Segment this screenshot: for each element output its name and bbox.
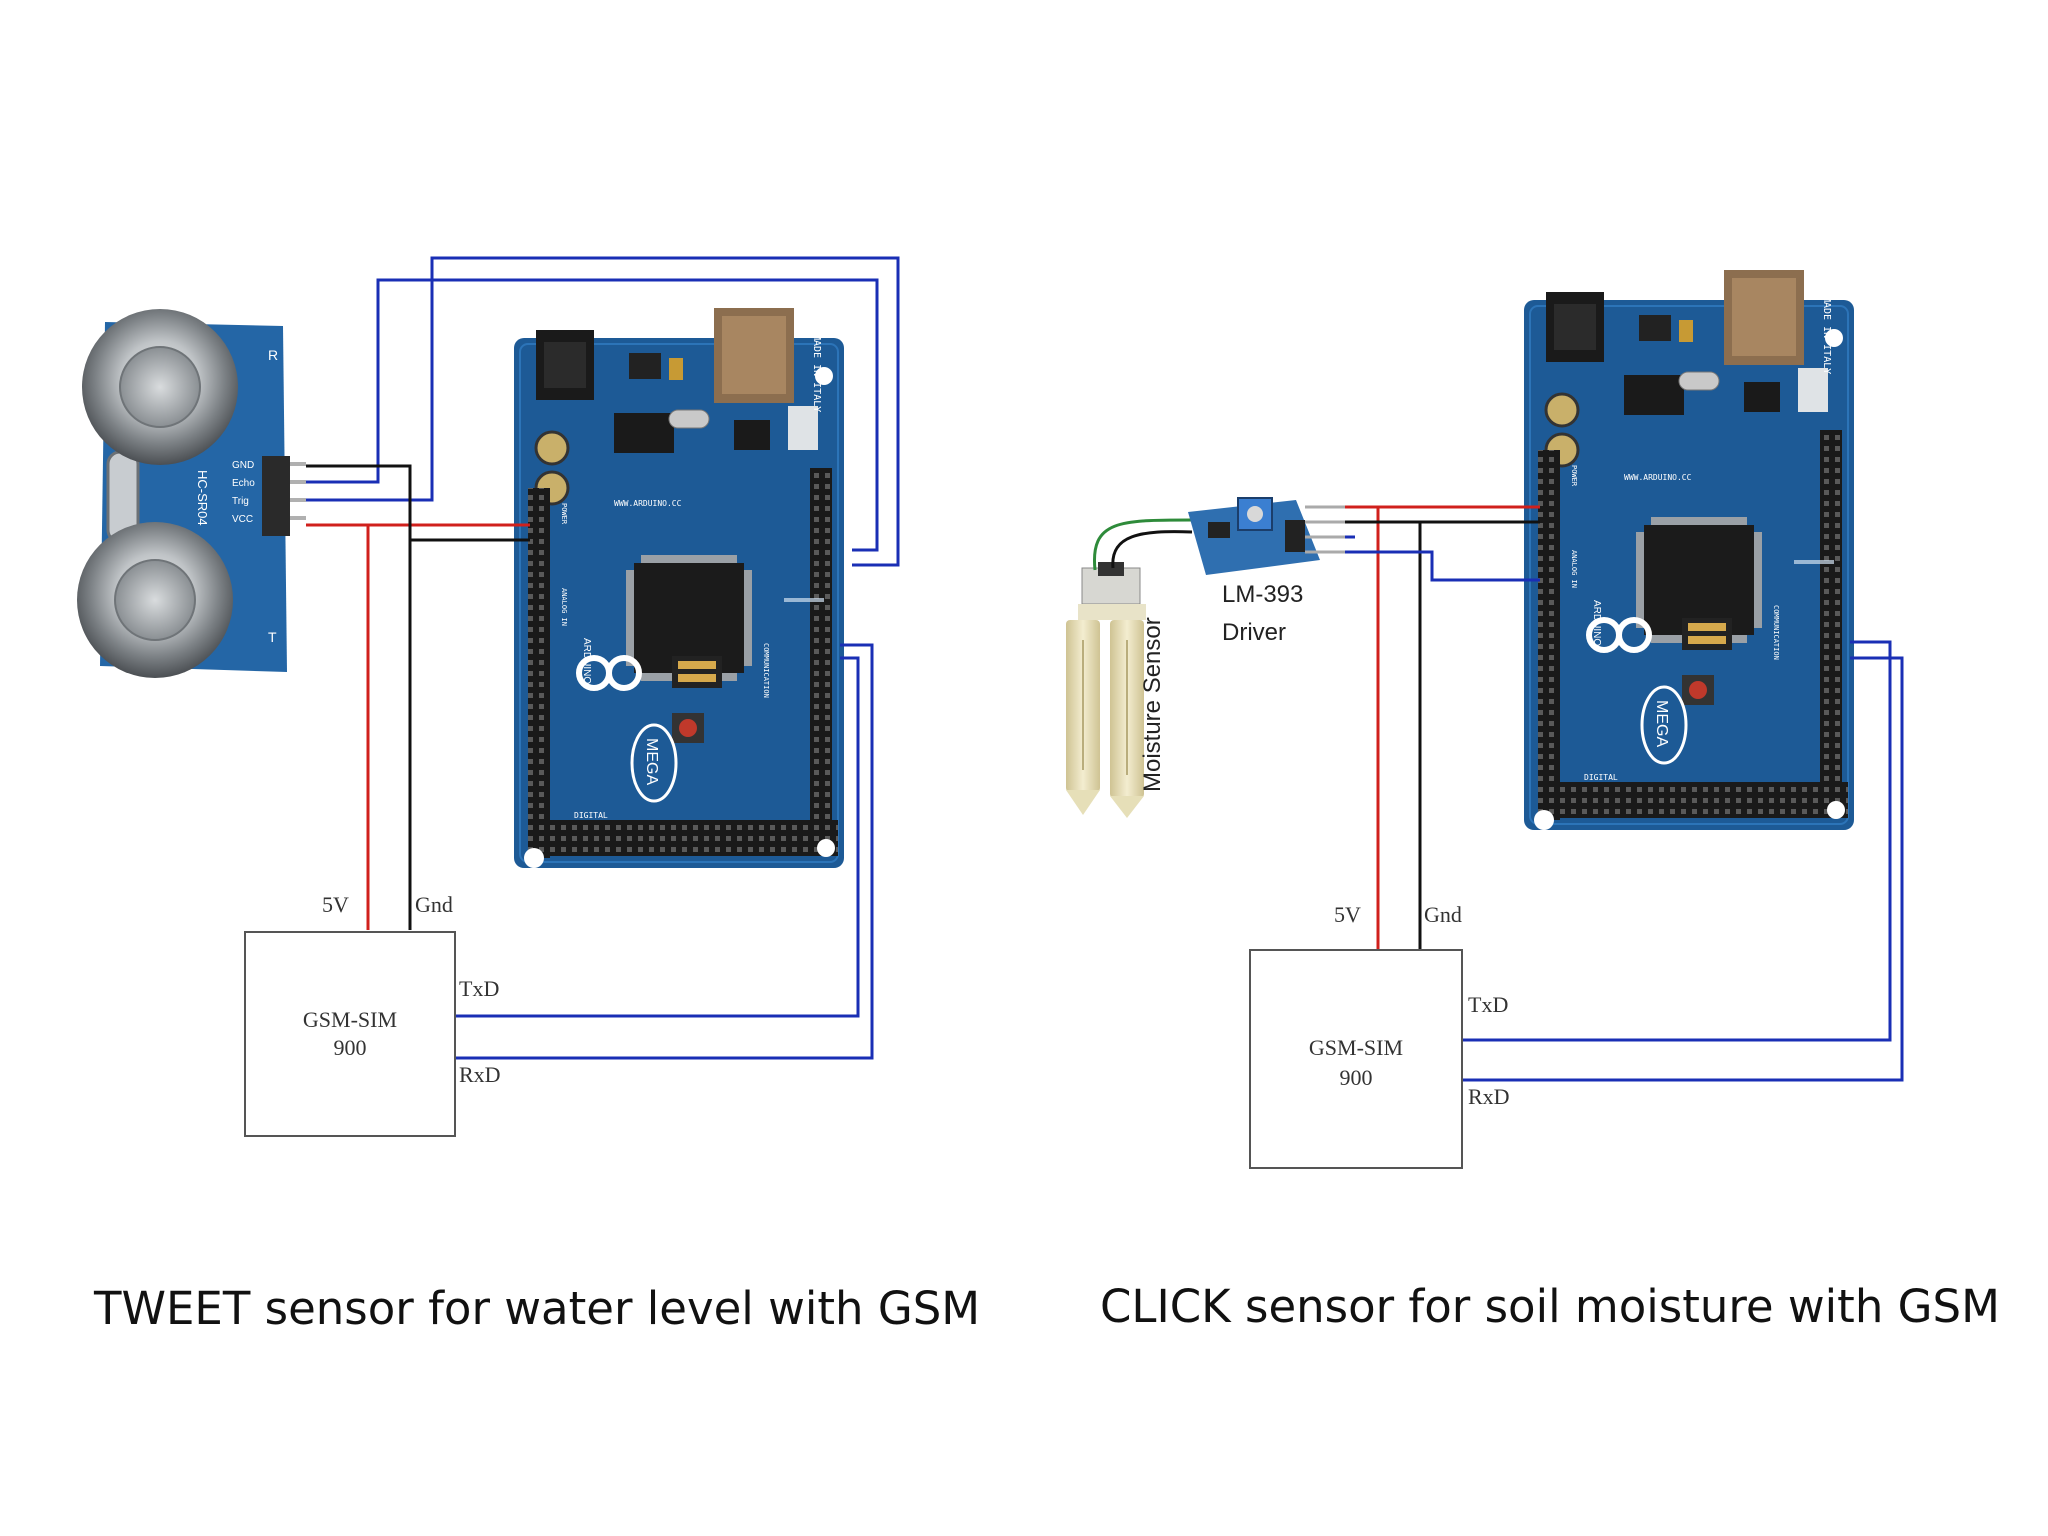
gsm-box bbox=[244, 931, 456, 1137]
wire-red bbox=[1345, 505, 1380, 950]
comm-label: COMMUNICATION bbox=[1772, 605, 1780, 660]
arduino-mega-board: MADE IN ITALY WWW.ARDUINO.CC ARDUINO MEG… bbox=[1524, 270, 1854, 830]
ultrasonic-model-label: HC-SR04 bbox=[195, 470, 210, 526]
wire-rxd-label: RxD bbox=[1468, 1084, 1510, 1109]
wire-black bbox=[1345, 520, 1422, 950]
moisture-sensor: Moisture Sensor bbox=[1066, 562, 1166, 818]
analog-label: ANALOG IN bbox=[560, 588, 568, 626]
analog-label: ANALOG IN bbox=[1570, 550, 1578, 588]
wire-5v-label: 5V bbox=[322, 892, 349, 917]
arduino-mega-board: MADE IN ITALY WWW.ARDUINO.CC ARDUINO MEG… bbox=[514, 308, 844, 868]
site-label: WWW.ARDUINO.CC bbox=[614, 499, 682, 508]
brand-label: ARDUINO bbox=[1591, 600, 1602, 646]
gsm-label: 900 bbox=[1340, 1065, 1373, 1090]
gsm-module: GSM-SIM 900 bbox=[244, 931, 456, 1137]
wire-blue bbox=[1462, 640, 1892, 1042]
wire-red bbox=[306, 523, 370, 930]
wire-txd-label: TxD bbox=[1468, 992, 1508, 1017]
wire-txd-label: TxD bbox=[459, 976, 499, 1001]
wire-blue bbox=[456, 643, 874, 1060]
left-diagram: R T HC-SR04 GND Echo Trig VCC MADE IN IT… bbox=[77, 256, 900, 1137]
power-label: POWER bbox=[560, 503, 568, 525]
pin-header bbox=[262, 456, 290, 536]
gsm-module: GSM-SIM 900 bbox=[1249, 949, 1463, 1169]
comm-label: COMMUNICATION bbox=[762, 643, 770, 698]
gsm-box bbox=[1249, 949, 1463, 1169]
made-in-label: MADE IN ITALY bbox=[811, 334, 822, 412]
gsm-label: GSM-SIM bbox=[1309, 1035, 1403, 1060]
wire-green bbox=[1092, 518, 1193, 571]
pin-label: GND bbox=[232, 460, 254, 471]
wire-rxd-label: RxD bbox=[459, 1062, 501, 1087]
driver-label: Driver bbox=[1222, 619, 1286, 646]
wire-blue bbox=[1462, 656, 1904, 1082]
right-diagram: MADE IN ITALY WWW.ARDUINO.CC ARDUINO MEG… bbox=[1066, 270, 1904, 1169]
wire-5v-label: 5V bbox=[1334, 902, 1361, 927]
brand-label: ARDUINO bbox=[581, 638, 592, 684]
digital-label: DIGITAL bbox=[574, 811, 608, 820]
wire-black bbox=[1111, 530, 1193, 569]
ultrasonic-t-label: T bbox=[268, 629, 277, 645]
left-caption: TWEET sensor for water level with GSM bbox=[94, 1282, 981, 1335]
driver-board bbox=[1188, 500, 1320, 575]
wire-blue bbox=[306, 278, 879, 552]
wire-blue bbox=[1345, 550, 1540, 582]
ultrasonic-sensor: R T HC-SR04 GND Echo Trig VCC bbox=[77, 309, 306, 678]
wires-probe bbox=[1092, 518, 1193, 571]
moisture-sensor-label: Moisture Sensor bbox=[1139, 617, 1166, 792]
wires-left bbox=[306, 256, 900, 1060]
model-label: MEGA bbox=[643, 738, 660, 785]
lm393-driver: LM-393 Driver bbox=[1188, 497, 1345, 646]
pin-label: Echo bbox=[232, 478, 255, 489]
ultrasonic-r-label: R bbox=[268, 347, 278, 363]
gsm-label: 900 bbox=[334, 1035, 367, 1060]
gsm-label: GSM-SIM bbox=[303, 1007, 397, 1032]
wire-black bbox=[306, 464, 412, 930]
right-caption: CLICK sensor for soil moisture with GSM bbox=[1100, 1280, 2000, 1333]
made-in-label: MADE IN ITALY bbox=[1821, 296, 1832, 374]
model-label: MEGA bbox=[1653, 700, 1670, 747]
wire-blue bbox=[456, 656, 860, 1018]
pin-label: VCC bbox=[232, 514, 253, 525]
driver-label: LM-393 bbox=[1222, 581, 1303, 608]
wire-gnd-label: Gnd bbox=[415, 892, 453, 917]
wires-right bbox=[1345, 505, 1904, 1082]
pin-label: Trig bbox=[232, 496, 249, 507]
power-label: POWER bbox=[1570, 465, 1578, 487]
digital-label: DIGITAL bbox=[1584, 773, 1618, 782]
site-label: WWW.ARDUINO.CC bbox=[1624, 473, 1692, 482]
wire-gnd-label: Gnd bbox=[1424, 902, 1462, 927]
